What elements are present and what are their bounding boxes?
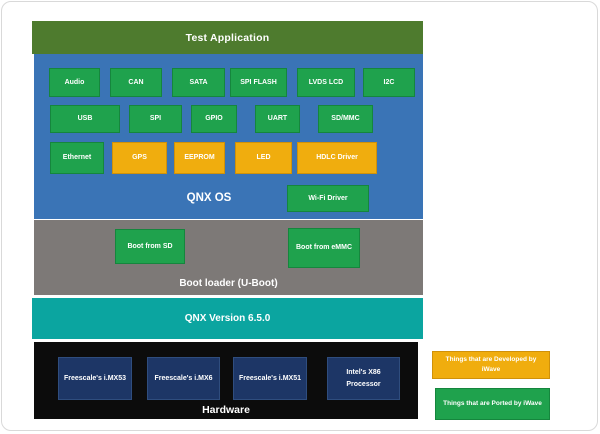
module-audio: Audio: [49, 68, 100, 97]
chip-intel-x86: Intel's X86 Processor: [327, 357, 400, 400]
module-spi: SPI: [129, 105, 182, 133]
module-led: LED: [235, 142, 292, 174]
module-hdlc-driver: HDLC Driver: [297, 142, 377, 174]
module-spi-flash: SPI FLASH: [230, 68, 287, 97]
qnx-os-section: Audio CAN SATA SPI FLASH LVDS LCD I2C US…: [34, 54, 423, 219]
test-application-bar: Test Application: [32, 21, 423, 54]
boot-from-sd-box: Boot from SD: [115, 229, 185, 264]
module-gpio: GPIO: [191, 105, 237, 133]
boot-loader-section: Boot from SD Boot from eMMC Boot loader …: [34, 220, 423, 295]
module-can: CAN: [110, 68, 162, 97]
chip-freescale-imx6: Freescale's i.MX6: [147, 357, 220, 400]
module-sata: SATA: [172, 68, 225, 97]
hardware-label: Hardware: [202, 404, 250, 416]
module-lvds-lcd: LVDS LCD: [297, 68, 355, 97]
module-i2c: I2C: [363, 68, 415, 97]
chip-freescale-imx53: Freescale's i.MX53: [58, 357, 132, 400]
boot-from-emmc-box: Boot from eMMC: [288, 228, 360, 268]
boot-loader-label: Boot loader (U-Boot): [179, 278, 278, 289]
module-usb: USB: [50, 105, 120, 133]
module-gps: GPS: [112, 142, 167, 174]
legend-developed-by-iwave: Things that are Developed by iWave: [432, 351, 550, 379]
legend-ported-by-iwave: Things that are Ported by iWave: [435, 388, 550, 420]
module-eeprom: EEPROM: [174, 142, 225, 174]
qnx-version-bar: QNX Version 6.5.0: [32, 298, 423, 339]
module-wifi-driver: Wi-Fi Driver: [287, 185, 369, 212]
qnx-os-label: QNX OS: [186, 192, 232, 204]
chip-freescale-imx51: Freescale's i.MX51: [233, 357, 307, 400]
hardware-section: Freescale's i.MX53 Freescale's i.MX6 Fre…: [34, 342, 418, 419]
module-uart: UART: [255, 105, 300, 133]
module-sd-mmc: SD/MMC: [318, 105, 373, 133]
module-ethernet: Ethernet: [50, 142, 104, 174]
